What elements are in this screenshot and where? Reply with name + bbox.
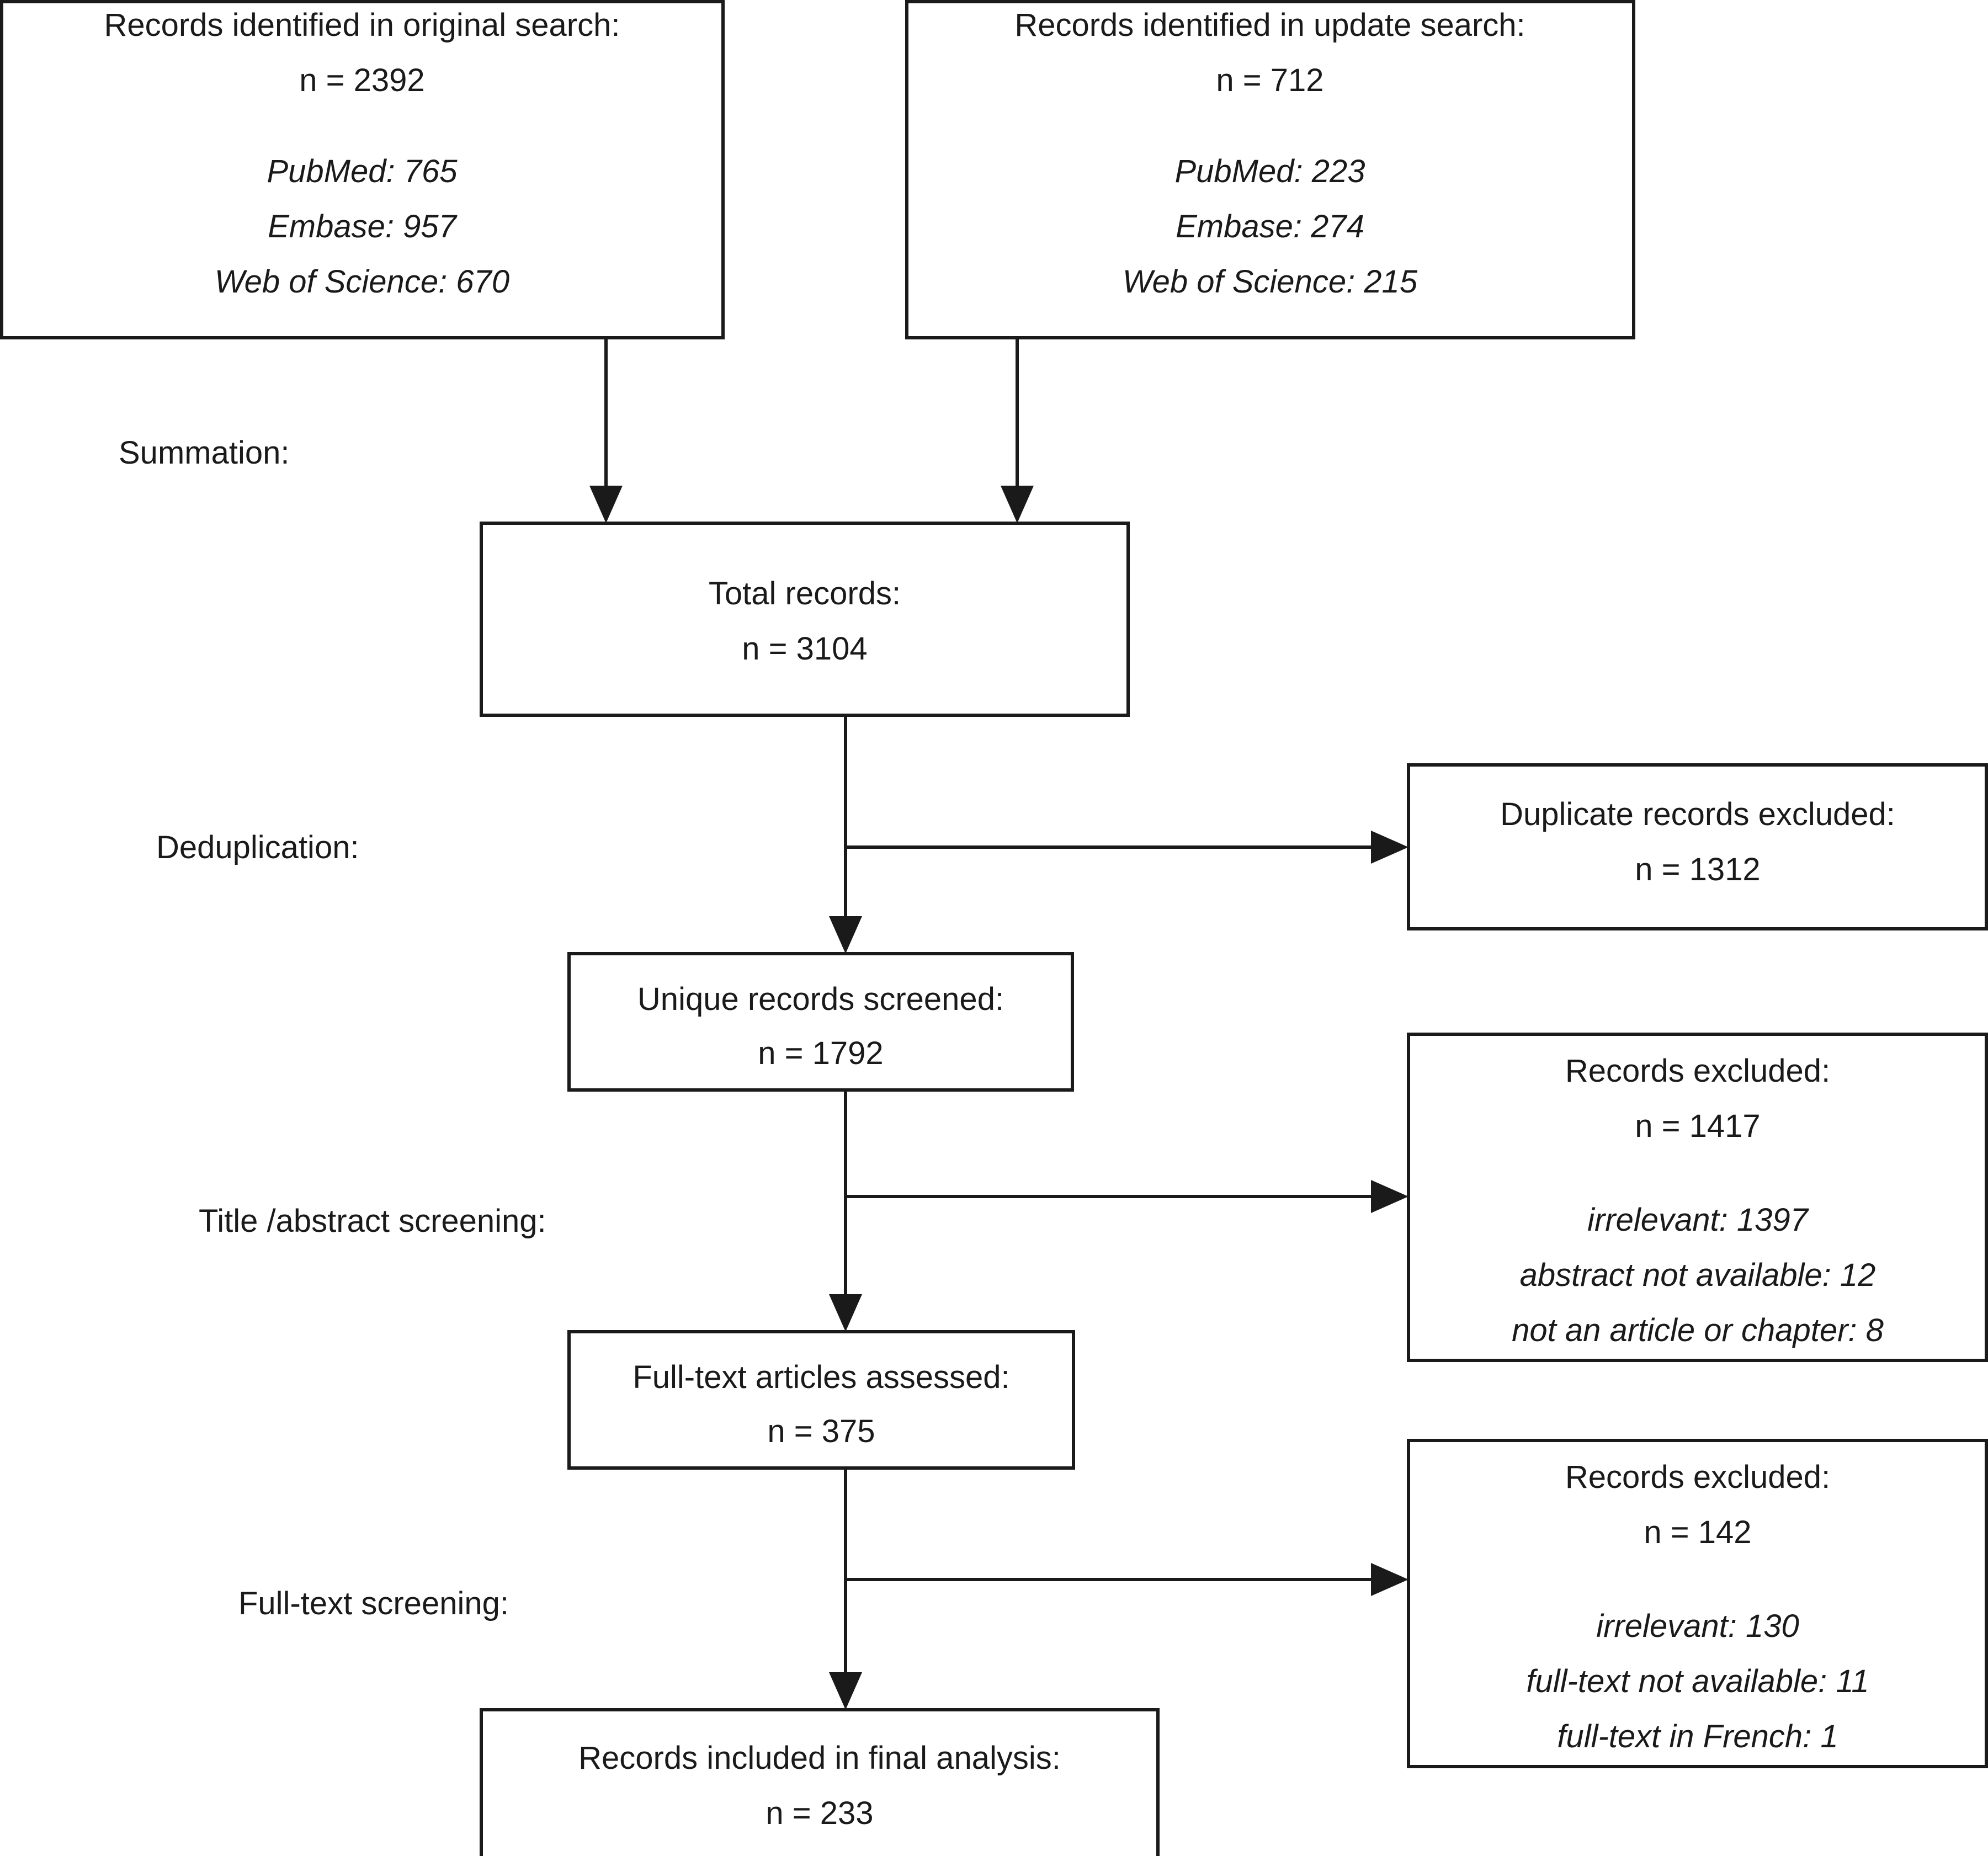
duplicates-excluded-title: Duplicate records excluded:: [1500, 796, 1895, 832]
box-fulltext-articles-assessed: [567, 1330, 1075, 1470]
excluded-fulltext-reason-fulltext-not-available: full-text not available: 11: [1526, 1663, 1869, 1699]
box-records-included-final-analysis: [480, 1708, 1160, 1856]
box-records-excluded-title-abstract: [1407, 1033, 1988, 1362]
update-search-source-embase: Embase: 274: [1176, 209, 1364, 244]
stage-label-deduplication: Deduplication:: [156, 829, 359, 865]
excluded-title-abstract-reason-irrelevant: irrelevant: 1397: [1587, 1202, 1810, 1238]
arrowhead-fulltext-to-excluded: [1371, 1563, 1408, 1596]
arrowhead-unique-to-excluded: [1371, 1180, 1408, 1213]
unique-screened-count: n = 1792: [758, 1035, 883, 1071]
arrowhead-total-to-unique: [829, 916, 862, 954]
duplicates-excluded-count: n = 1312: [1635, 852, 1760, 887]
stage-label-title-abstract-screening: Title /abstract screening:: [199, 1203, 546, 1239]
excluded-fulltext-title: Records excluded:: [1565, 1459, 1830, 1495]
total-records-title: Total records:: [709, 576, 901, 611]
update-search-source-wos: Web of Science: 215: [1123, 264, 1418, 300]
box-total-records: [480, 522, 1130, 717]
box-original-search: [0, 0, 725, 339]
excluded-fulltext-reason-fulltext-in-french: full-text in French: 1: [1557, 1719, 1838, 1754]
fulltext-assessed-count: n = 375: [767, 1413, 875, 1449]
box-duplicate-records-excluded: [1407, 763, 1988, 930]
unique-screened-title: Unique records screened:: [637, 981, 1004, 1017]
original-search-count: n = 2392: [299, 62, 424, 98]
arrowhead-fulltext-to-included: [829, 1672, 862, 1710]
original-search-source-wos: Web of Science: 670: [215, 264, 509, 300]
original-search-source-embase: Embase: 957: [268, 209, 458, 244]
stage-label-full-text-screening: Full-text screening:: [238, 1586, 509, 1621]
excluded-title-abstract-reason-not-article: not an article or chapter: 8: [1512, 1312, 1884, 1348]
excluded-title-abstract-reason-abstract-not-available: abstract not available: 12: [1520, 1257, 1876, 1293]
arrowhead-unique-to-fulltext: [829, 1294, 862, 1332]
fulltext-assessed-title: Full-text articles assessed:: [632, 1359, 1009, 1395]
included-final-count: n = 233: [766, 1795, 873, 1831]
excluded-fulltext-count: n = 142: [1644, 1514, 1751, 1550]
arrowhead-update-to-total: [1001, 486, 1034, 523]
original-search-title: Records identified in original search:: [104, 7, 620, 43]
update-search-count: n = 712: [1216, 62, 1323, 98]
arrowhead-total-to-duplicates: [1371, 831, 1408, 864]
excluded-title-abstract-title: Records excluded:: [1565, 1053, 1830, 1089]
excluded-fulltext-reason-irrelevant: irrelevant: 130: [1596, 1608, 1799, 1644]
stage-label-summation: Summation:: [119, 435, 289, 471]
original-search-source-pubmed: PubMed: 765: [267, 153, 458, 189]
box-update-search: [905, 0, 1635, 339]
total-records-count: n = 3104: [742, 631, 867, 667]
box-records-excluded-fulltext: [1407, 1439, 1988, 1768]
update-search-title: Records identified in update search:: [1014, 7, 1525, 43]
excluded-title-abstract-count: n = 1417: [1635, 1108, 1760, 1144]
box-unique-records-screened: [567, 952, 1074, 1092]
included-final-title: Records included in final analysis:: [578, 1740, 1061, 1776]
update-search-source-pubmed: PubMed: 223: [1174, 153, 1365, 189]
arrowhead-original-to-total: [589, 486, 623, 523]
